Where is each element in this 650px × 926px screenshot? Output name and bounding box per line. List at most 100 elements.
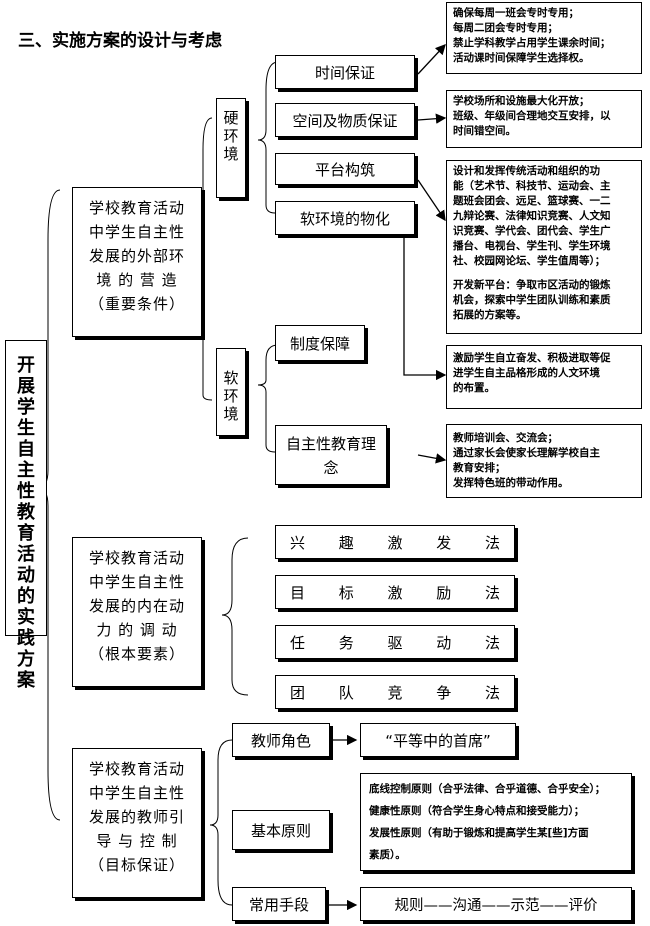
time-note-line: 每周二团会专时专用； (453, 22, 558, 34)
time-guarantee-node: 时间保证 (275, 55, 415, 89)
material-note-line: 的布置。 (453, 382, 495, 394)
method-char: 目 (290, 583, 306, 602)
hard-char-2: 环 (223, 127, 239, 145)
teacher-role-value: “平等中的首席” (360, 723, 516, 757)
system-guarantee-node: 制度保障 (275, 325, 365, 361)
platform-note-line: 能（艺术节、科技节、运动会、主 (453, 180, 611, 192)
internal-dynamics-node: 学校教育活动 中学生自主性 发展的内在动 力 的 调 动 （根本要素） (72, 537, 202, 687)
concept-note-line: 教育安排； (453, 462, 506, 474)
method-char: 趣 (338, 533, 354, 552)
method-char: 标 (338, 583, 354, 602)
hard-char-3: 境 (223, 145, 239, 163)
teacher-guidance-node: 学校教育活动 中学生自主性 发展的教师引 导 与 控 制 （目标保证） (72, 748, 202, 898)
space-note-line: 学校场所和设施最大化开放； (453, 95, 590, 107)
method-char: 任 (290, 633, 306, 652)
method-char: 激 (387, 583, 403, 602)
concept-note: 教师培训会、交流会； 通过家长会使家长理解学校自主 教育安排； 发挥特色班的带动… (446, 424, 642, 498)
external-line-2: 中学生自主性 (88, 223, 185, 241)
space-note-line: 时间错空间。 (453, 125, 516, 137)
platform-node: 平台构筑 (275, 153, 415, 185)
internal-line-3: 发展的内在动 (88, 597, 185, 615)
method-interest: 兴 趣 激 发 法 (275, 525, 515, 559)
material-note: 激励学生自立奋发、积极进取等促 进学生自主品格形成的人文环境 的布置。 (446, 345, 642, 409)
method-char: 队 (338, 683, 354, 702)
method-goal: 目 标 激 励 法 (275, 575, 515, 609)
basic-principles-node: 基本原则 (232, 810, 330, 850)
common-means-value: 规则——沟通——示范——评价 (360, 887, 632, 921)
root-char: 开 (17, 355, 35, 376)
root-char: 学 (17, 397, 35, 418)
external-environment-node: 学校教育活动 中学生自主性 发展的外部环 境 的 营 造 （重要条件） (72, 187, 202, 337)
root-char: 育 (17, 523, 35, 544)
method-char: 法 (484, 683, 500, 702)
method-char: 竞 (387, 683, 403, 702)
root-char: 性 (17, 481, 35, 502)
platform-note-line: 机会，探索中学生团队训练和素质 (453, 294, 611, 306)
platform-note: 设计和发挥传统活动和组织的功 能（艺术节、科技节、运动会、主 题班会团会、远足、… (446, 160, 642, 334)
time-note-line: 禁止学科教学占用学生课余时间； (453, 37, 611, 49)
soft-environment-node: 软 环 境 (216, 348, 246, 436)
root-char: 践 (17, 628, 35, 649)
root-node: 开展学生自主性教育活动的实践方案 (5, 340, 47, 691)
external-line-5: （重要条件） (88, 295, 185, 313)
guidance-line-4: 导 与 控 制 (96, 832, 178, 850)
principle-line: 底线控制原则（合乎法律、合乎道德、合乎安全）； (369, 783, 606, 795)
root-char: 的 (17, 586, 35, 607)
principle-line: 发展性原则（有助于锻炼和提高学生某[些]方面 (369, 827, 589, 839)
platform-note-line: 九辩论赛、法律知识竞赛、人文知 (453, 210, 611, 222)
external-line-4: 境 的 营 造 (96, 271, 178, 289)
hard-environment-node: 硬 环 境 (216, 98, 246, 198)
material-note-line: 激励学生自立奋发、积极进取等促 (453, 352, 611, 364)
internal-line-4: 力 的 调 动 (96, 621, 178, 639)
platform-note-line: 拓展的方案等。 (453, 309, 527, 321)
external-line-3: 发展的外部环 (88, 247, 185, 265)
method-char: 法 (484, 583, 500, 602)
root-char: 活 (17, 544, 35, 565)
guidance-line-1: 学校教育活动 (88, 760, 185, 778)
method-char: 激 (387, 533, 403, 552)
platform-note-spacer (453, 269, 635, 278)
root-char: 主 (17, 460, 35, 481)
platform-note-line: 设计和发挥传统活动和组织的功 (453, 165, 600, 177)
method-char: 法 (484, 633, 500, 652)
method-team: 团 队 竞 争 法 (275, 675, 515, 709)
concept-note-line: 教师培训会、交流会； (453, 432, 558, 444)
method-char: 动 (436, 633, 452, 652)
space-note: 学校场所和设施最大化开放； 班级、年级间合理地交互安排，以 时间错空间。 (446, 90, 642, 148)
guidance-line-2: 中学生自主性 (88, 784, 185, 802)
internal-line-2: 中学生自主性 (88, 573, 185, 591)
time-note-line: 活动课时间保障学生选择权。 (453, 52, 590, 64)
space-material-node: 空间及物质保证 (275, 103, 415, 137)
root-char: 自 (17, 439, 35, 460)
internal-line-1: 学校教育活动 (88, 549, 185, 567)
root-char: 生 (17, 418, 35, 439)
method-task: 任 务 驱 动 法 (275, 625, 515, 659)
soft-materialization-node: 软环境的物化 (275, 201, 415, 235)
root-char: 教 (17, 502, 35, 523)
concept-note-line: 通过家长会使家长理解学校自主 (453, 447, 600, 459)
soft-char-2: 环 (223, 387, 239, 405)
concept-note-line: 发挥特色班的带动作用。 (453, 477, 569, 489)
method-char: 团 (290, 683, 306, 702)
teacher-role-node: 教师角色 (232, 723, 330, 757)
space-note-line: 班级、年级间合理地交互安排，以 (453, 110, 611, 122)
method-char: 法 (484, 533, 500, 552)
root-char: 展 (17, 376, 35, 397)
basic-principles-detail: 底线控制原则（合乎法律、合乎道德、合乎安全）； 健康性原则（符合学生身心特点和接… (360, 773, 632, 871)
method-char: 务 (338, 633, 354, 652)
method-char: 驱 (387, 633, 403, 652)
hard-char-1: 硬 (223, 109, 239, 127)
root-char: 动 (17, 565, 35, 586)
page-heading: 三、实施方案的设计与考虑 (18, 31, 222, 51)
time-note: 确保每周一班会专时专用； 每周二团会专时专用； 禁止学科教学占用学生课余时间； … (446, 2, 642, 74)
method-char: 励 (436, 583, 452, 602)
platform-note-line: 社、校园网论坛、学生值周等）； (453, 255, 606, 267)
method-char: 发 (436, 533, 452, 552)
method-char: 兴 (290, 533, 306, 552)
soft-char-1: 软 (223, 369, 239, 387)
internal-line-5: （根本要素） (88, 645, 185, 663)
principle-line: 健康性原则（符合学生身心特点和接受能力）； (369, 805, 585, 817)
soft-char-3: 境 (223, 405, 239, 423)
common-means-node: 常用手段 (232, 887, 326, 921)
external-line-1: 学校教育活动 (88, 199, 185, 217)
